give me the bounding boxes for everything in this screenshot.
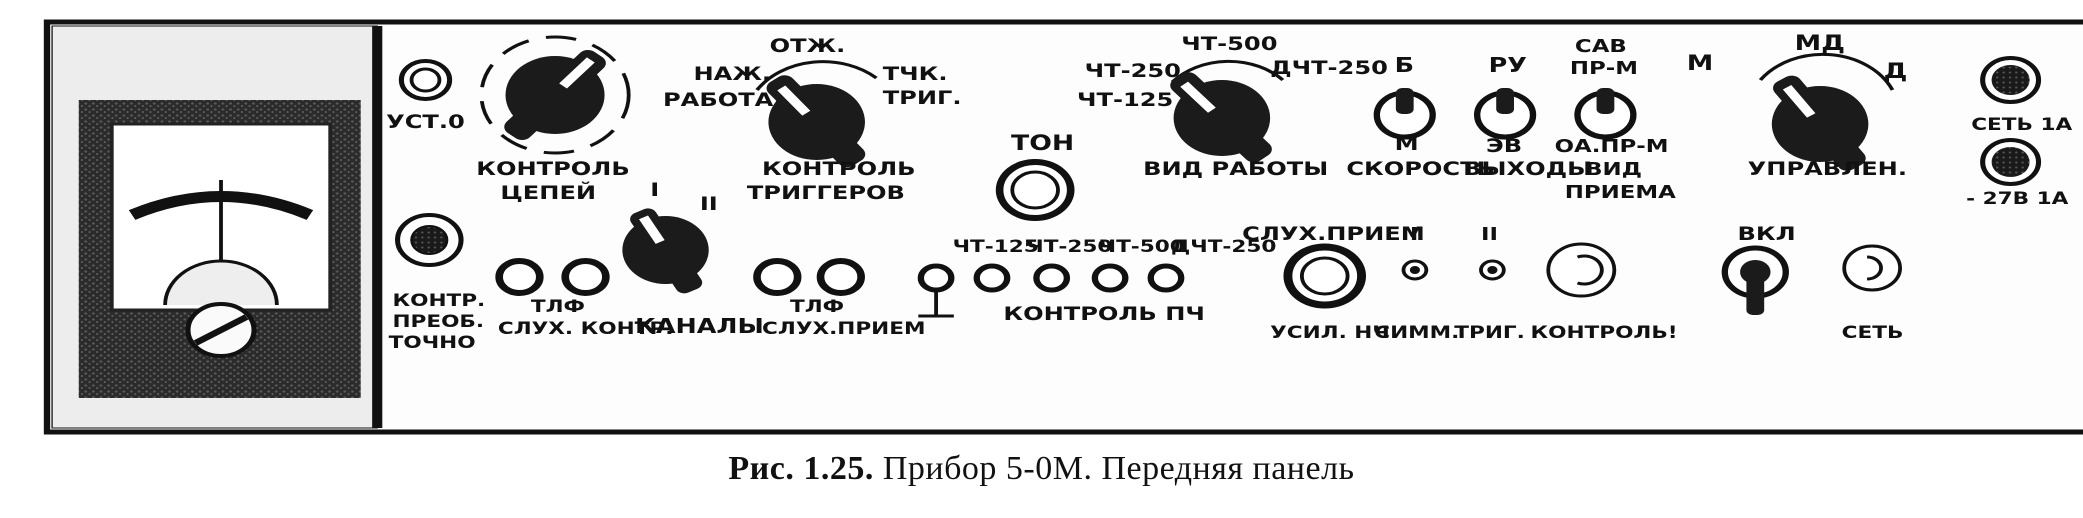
figure-caption-label: Рис. 1.25.: [728, 450, 874, 487]
taf-sluh-priem-jack-1[interactable]: [753, 258, 802, 296]
channel-mark-1: I: [650, 179, 659, 201]
taf-sluh-priem-jack-2[interactable]: [816, 258, 865, 296]
vyhody-label: ВЫХОДЫ: [1463, 158, 1592, 180]
usil-nch-jack[interactable]: [1283, 243, 1367, 309]
simm-mark-2: II: [1481, 223, 1498, 244]
pch-label-cht125: ЧТ-125: [953, 236, 1039, 256]
skorost-label: СКОРОСТЬ: [1346, 158, 1495, 180]
taf-sluh-priem-label: ТЛФ СЛУХ.ПРИЕМ: [762, 296, 925, 338]
usil-nch-label: УСИЛ. НЧ: [1270, 322, 1390, 342]
power-lamp: [1842, 244, 1903, 292]
v27-1a-fuse[interactable]: [1980, 138, 2042, 186]
sluh-priem-label: СЛУХ.ПРИЕМ: [1242, 223, 1425, 245]
kontrol-triggerov-label: КОНТРОЛЬ ТРИГГЕРОВ: [747, 158, 924, 204]
skorost-toggle[interactable]: [1373, 88, 1436, 140]
pch-label-cht250: ЧТ-250: [1026, 236, 1112, 256]
pos-m: М: [1687, 51, 1714, 75]
pos-md: МД: [1795, 31, 1845, 55]
upravlen-knob[interactable]: [1769, 73, 1870, 174]
toggle-ru-top: РУ: [1489, 55, 1527, 78]
pos-trig: ТРИГ.: [883, 87, 962, 109]
toggle-b-bottom: М: [1395, 133, 1419, 155]
ton-label: ТОН: [1011, 131, 1074, 155]
pos-rabota: РАБОТА/: [663, 89, 782, 111]
kontr-preob-jack[interactable]: [395, 213, 464, 267]
simm-mark-1: I: [1410, 223, 1419, 244]
kanaly-knob[interactable]: [622, 206, 709, 296]
simm-test-point[interactable]: [1401, 259, 1429, 281]
channel-mark-2: II: [700, 193, 718, 215]
simm-label: СИММ.: [1374, 322, 1459, 342]
panel-outline: [43, 19, 2083, 435]
pos-dcht250: ДЧТ-250: [1270, 57, 1388, 79]
trig-test-point[interactable]: [1479, 259, 1506, 281]
toggle-sav-bottom: ОА.ПР-М ВИД ПРИЕМА: [1555, 135, 1677, 202]
kontrol-lamp: [1546, 242, 1617, 298]
kanaly-label: КАНАЛЫ: [635, 316, 764, 339]
upravlen-label: УПРАВЛЕН.: [1748, 158, 1907, 180]
pch-label-dcht250: ДЧТ-250: [1171, 236, 1276, 256]
pch-jack-cht500[interactable]: [1091, 263, 1129, 293]
kontrol-cepey-label: КОНТРОЛЬ ЦЕПЕЙ: [476, 158, 638, 204]
kontr-preob-label: КОНТР. ПРЕОБ. ТОЧНО: [389, 290, 493, 352]
pch-label-cht500: ЧТ-500: [1099, 236, 1185, 256]
pos-tchk: ТЧК.: [883, 63, 948, 85]
toggle-sav-top: САВ ПР-М: [1570, 35, 1638, 78]
pch-jack-dcht250[interactable]: [1147, 263, 1185, 293]
pos-d: Д: [1884, 59, 1908, 83]
kontrol-pch-label: КОНТРОЛЬ ПЧ: [1003, 303, 1205, 325]
kontrol-cepey-knob[interactable]: [500, 47, 610, 144]
vid-raboty-label: ВИД РАБОТЫ: [1143, 158, 1328, 180]
vkl-label: ВКЛ: [1738, 223, 1796, 245]
vid-raboty-knob[interactable]: [1166, 69, 1276, 166]
ground-icon: [918, 292, 954, 318]
pch-jack-cht125[interactable]: [973, 263, 1011, 293]
pos-nazh: НАЖ.: [693, 63, 771, 85]
figure-caption-text: Прибор 5-0М. Передняя панель: [882, 450, 1355, 487]
kontrol-excl-label: КОНТРОЛЬ!: [1530, 322, 1677, 342]
panel-meter: [78, 100, 361, 398]
ground-jack[interactable]: [917, 263, 955, 293]
vyhody-toggle[interactable]: [1473, 88, 1537, 140]
toggle-ru-bottom: ЭВ: [1486, 135, 1522, 157]
ust0-jack[interactable]: [398, 59, 453, 101]
pos-cht125: ЧТ-125 /: [1077, 89, 1191, 111]
v27-1a-label: - 27В 1А: [1966, 188, 2068, 208]
kontrol-triggerov-knob[interactable]: [762, 72, 869, 170]
figure-caption: Рис. 1.25. Прибор 5-0М. Передняя панель: [0, 450, 2083, 488]
ton-button[interactable]: [995, 159, 1075, 221]
set-label: СЕТЬ: [1842, 322, 1904, 342]
trig2-label: ТРИГ.: [1454, 322, 1525, 342]
taf-sluh-kontr-jack-2[interactable]: [561, 258, 610, 296]
ust0-label: УСТ.0: [386, 111, 465, 133]
taf-sluh-kontr-label: ТЛФ СЛУХ. КОНТР.: [498, 296, 674, 338]
vid-priema-toggle[interactable]: [1574, 88, 1637, 140]
pos-cht500: ЧТ-500: [1181, 33, 1277, 55]
pos-otzh: ОТЖ.: [770, 35, 846, 57]
toggle-b-top: Б: [1395, 55, 1414, 78]
set-power-toggle[interactable]: [1721, 245, 1789, 315]
taf-sluh-kontr-jack-1[interactable]: [495, 258, 544, 296]
pch-jack-cht250[interactable]: [1033, 263, 1071, 293]
set-1a-label: СЕТЬ 1А: [1971, 114, 2072, 134]
set-1a-fuse[interactable]: [1980, 56, 2042, 104]
pos-cht250: ЧТ-250: [1085, 60, 1181, 82]
